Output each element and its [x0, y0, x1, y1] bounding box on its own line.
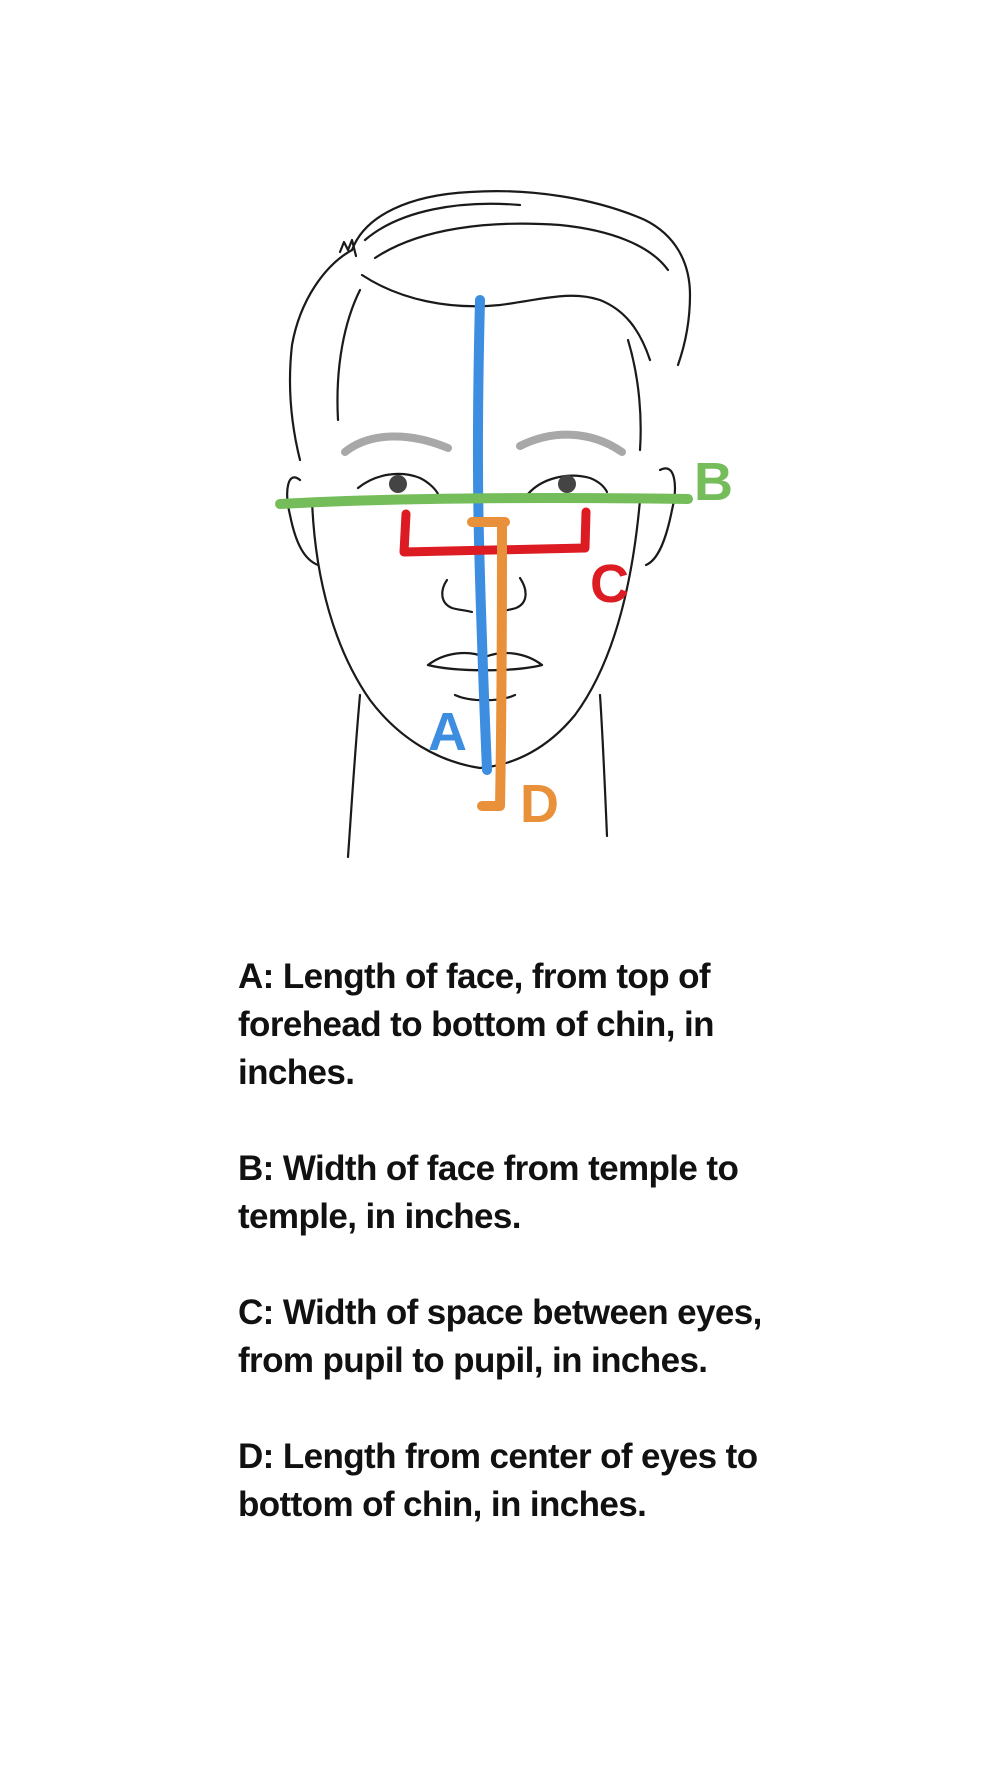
right-pupil	[558, 475, 576, 493]
face-measurement-diagram: A B C D	[275, 190, 733, 859]
neck-right	[598, 693, 609, 838]
hair-outline	[350, 190, 692, 367]
left-eye	[356, 472, 440, 496]
hair-right-inner	[626, 338, 642, 452]
measure-line-d	[467, 517, 510, 811]
legend-item-b: B: Width of face from temple to temple, …	[238, 1149, 739, 1236]
measure-line-b	[275, 493, 693, 509]
eyebrows	[341, 430, 626, 456]
hair-left-side	[289, 248, 354, 462]
left-pupil	[389, 475, 407, 493]
label-d: D	[520, 774, 559, 834]
label-c: C	[590, 554, 629, 614]
left-ear	[286, 476, 320, 567]
left-eyebrow	[341, 432, 452, 456]
label-a: A	[428, 702, 467, 762]
legend-item-d: D: Length from center of eyes to bottom …	[238, 1437, 758, 1524]
hair-tuft	[338, 238, 358, 258]
legend-item-c: C: Width of space between eyes, from pup…	[238, 1293, 762, 1380]
measure-line-a	[472, 295, 492, 775]
right-eyebrow	[516, 430, 626, 456]
hair-left-inner	[336, 288, 362, 422]
measurement-lines	[275, 295, 693, 811]
nose-left	[441, 578, 474, 614]
hair-strand	[360, 273, 652, 362]
right-ear	[644, 467, 676, 567]
pupils	[389, 475, 576, 493]
neck-left	[346, 693, 362, 859]
legend-item-a: A: Length of face, from top of forehead …	[238, 957, 714, 1092]
jawline	[310, 498, 642, 770]
hair-strand	[373, 222, 670, 272]
hair-strand	[363, 202, 522, 242]
measurement-legend: A: Length of face, from top of forehead …	[238, 953, 798, 1577]
right-eye	[526, 474, 609, 496]
label-b: B	[694, 452, 733, 512]
